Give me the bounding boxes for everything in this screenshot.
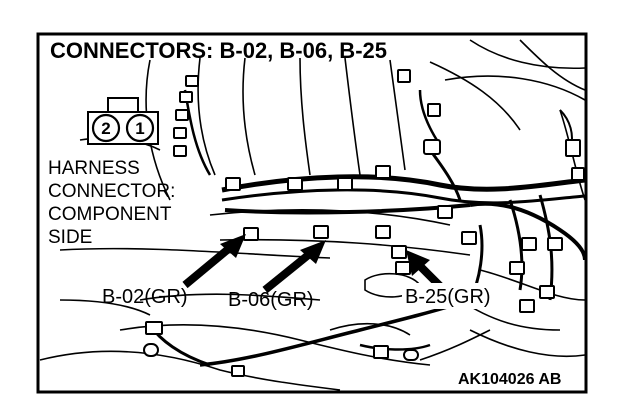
callout-label-b02: B-02(GR) — [102, 286, 188, 308]
figure-code-bg — [456, 366, 582, 388]
pin-1-circle — [125, 113, 155, 143]
callout-label-b25: B-25(GR) — [405, 286, 491, 308]
harness-connector-symbol: 2 1 — [87, 97, 159, 145]
caption-line-harness: HARNESS — [48, 158, 140, 179]
pin-2-circle — [91, 113, 121, 143]
arrow-b02-icon — [182, 242, 235, 289]
connector-blocks — [143, 69, 585, 377]
caption-line-side: SIDE — [48, 227, 92, 248]
engine-contours — [39, 39, 586, 391]
page-title: CONNECTORS: B-02, B-06, B-25 — [50, 38, 387, 63]
arrow-b06-icon — [262, 248, 315, 294]
figure-code: AK104026 AB — [458, 371, 561, 388]
caption-line-component: COMPONENT — [48, 204, 172, 225]
callout-b25-bg — [402, 283, 506, 309]
caption-line-connector: CONNECTOR: — [48, 181, 175, 202]
pin-1-label: 1 — [135, 119, 144, 138]
harness-connector-caption: HARNESS CONNECTOR: COMPONENT SIDE — [48, 158, 175, 248]
pin-2-label: 2 — [101, 119, 110, 138]
callout-label-b06: B-06(GR) — [228, 289, 314, 311]
